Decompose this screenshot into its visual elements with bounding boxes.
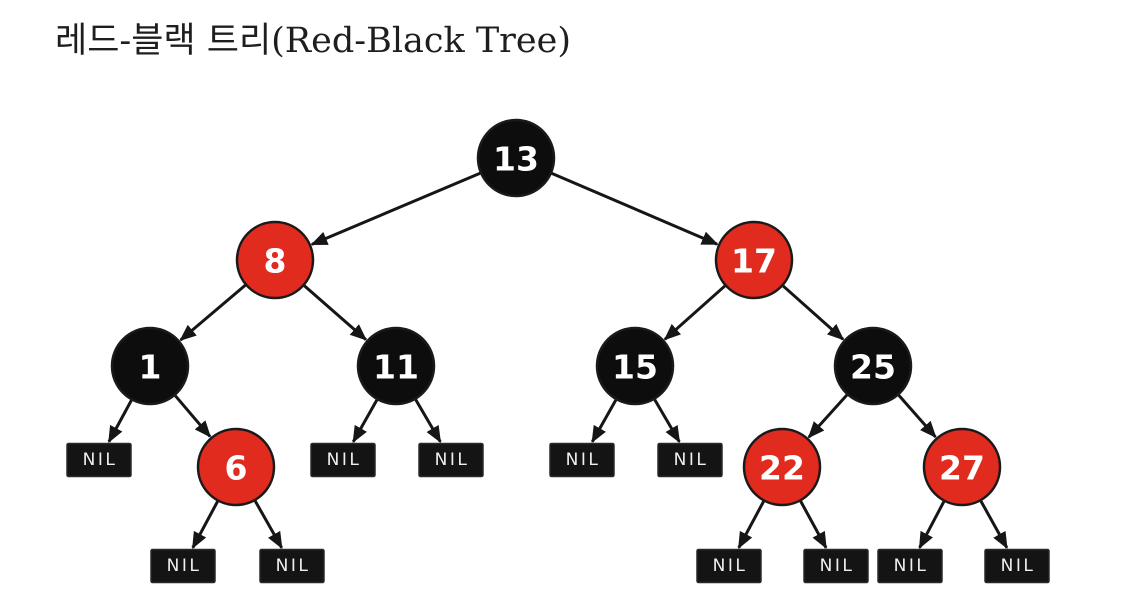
nil-leaf: NIL (66, 442, 132, 478)
node-circle-black (356, 326, 436, 406)
node-circle-black (833, 326, 913, 406)
node-value: 6 (225, 449, 248, 488)
nil-leaf: NIL (418, 442, 484, 478)
nil-box (803, 548, 869, 584)
nil-leaf: NIL (803, 548, 869, 584)
nil-leaf: NIL (150, 548, 216, 584)
tree-edge-n6-nilB2 (253, 500, 283, 549)
tree-node-13: 13 (476, 118, 556, 198)
node-circle-red (714, 220, 794, 300)
node-value: 25 (850, 348, 896, 387)
nil-leaf: NIL (310, 442, 376, 478)
node-circle-black (476, 118, 556, 198)
node-circle-red (742, 427, 822, 507)
tree-node-15: 15 (595, 326, 675, 406)
node-value: 17 (731, 242, 777, 281)
node-circle-red (235, 220, 315, 300)
tree-node-27: 27 (922, 427, 1002, 507)
tree-edge-n22-nilB4 (799, 500, 828, 549)
tree-edge-n13-n8 (310, 171, 481, 246)
node-value: 22 (759, 449, 805, 488)
nil-label: NIL (83, 450, 118, 470)
nil-box (418, 442, 484, 478)
tree-edge-n17-n25 (782, 284, 845, 341)
nil-leaf: NIL (696, 548, 762, 584)
tree-edge-n17-n15 (663, 284, 726, 341)
tree-edge-n22-nilB3 (737, 500, 765, 549)
nil-label: NIL (674, 450, 709, 470)
node-circle-red (922, 427, 1002, 507)
nil-box (696, 548, 762, 584)
nil-label: NIL (713, 556, 748, 576)
tree-edge-n6-nilB1 (191, 500, 219, 549)
nil-label: NIL (1001, 556, 1036, 576)
nil-label: NIL (566, 450, 601, 470)
nil-label: NIL (435, 450, 470, 470)
node-value: 27 (939, 449, 985, 488)
tree-node-6: 6 (196, 427, 276, 507)
tree-edge-n13-n17 (551, 171, 719, 246)
tree-node-17: 17 (714, 220, 794, 300)
node-circle-red (196, 427, 276, 507)
nil-leaf: NIL (259, 548, 325, 584)
tree-node-1: 1 (110, 326, 190, 406)
tree-edge-n25-n22 (807, 393, 849, 439)
nil-label: NIL (276, 556, 311, 576)
node-value: 1 (139, 348, 162, 387)
nil-leaf: NIL (877, 548, 943, 584)
nil-label: NIL (820, 556, 855, 576)
nil-box (310, 442, 376, 478)
node-circle-black (595, 326, 675, 406)
page-title: 레드-블랙 트리(Red-Black Tree) (55, 21, 571, 61)
nil-box (150, 548, 216, 584)
tree-edge-n15-nilA4 (590, 399, 618, 443)
node-circle-black (110, 326, 190, 406)
tree-edge-n8-n11 (303, 284, 367, 341)
nil-box (66, 442, 132, 478)
nil-label: NIL (327, 450, 362, 470)
nil-leaf: NIL (657, 442, 723, 478)
tree-edge-n25-n27 (897, 394, 937, 439)
tree-edge-n15-nilA5 (653, 398, 681, 443)
node-value: 15 (612, 348, 658, 387)
tree-edge-n11-nilA2 (351, 399, 379, 443)
tree-node-22: 22 (742, 427, 822, 507)
nil-label: NIL (167, 556, 202, 576)
nil-leaf: NIL (549, 442, 615, 478)
nil-box (984, 548, 1050, 584)
node-value: 11 (373, 348, 419, 387)
tree-node-25: 25 (833, 326, 913, 406)
nil-box (877, 548, 943, 584)
tree-edge-n1-n6 (174, 394, 212, 438)
nil-label: NIL (894, 556, 929, 576)
node-value: 13 (493, 140, 539, 179)
nil-box (259, 548, 325, 584)
tree-node-8: 8 (235, 220, 315, 300)
nil-leaf: NIL (984, 548, 1050, 584)
tree-edge-n27-nilB6 (979, 500, 1009, 549)
tree-edge-n27-nilB5 (918, 500, 946, 549)
tree-edge-n8-n1 (179, 284, 247, 342)
tree-edge-n1-nilA1 (107, 399, 133, 443)
tree-node-11: 11 (356, 326, 436, 406)
node-value: 8 (264, 242, 287, 281)
nil-box (549, 442, 615, 478)
tree-edge-n11-nilA3 (414, 398, 442, 443)
nil-box (657, 442, 723, 478)
